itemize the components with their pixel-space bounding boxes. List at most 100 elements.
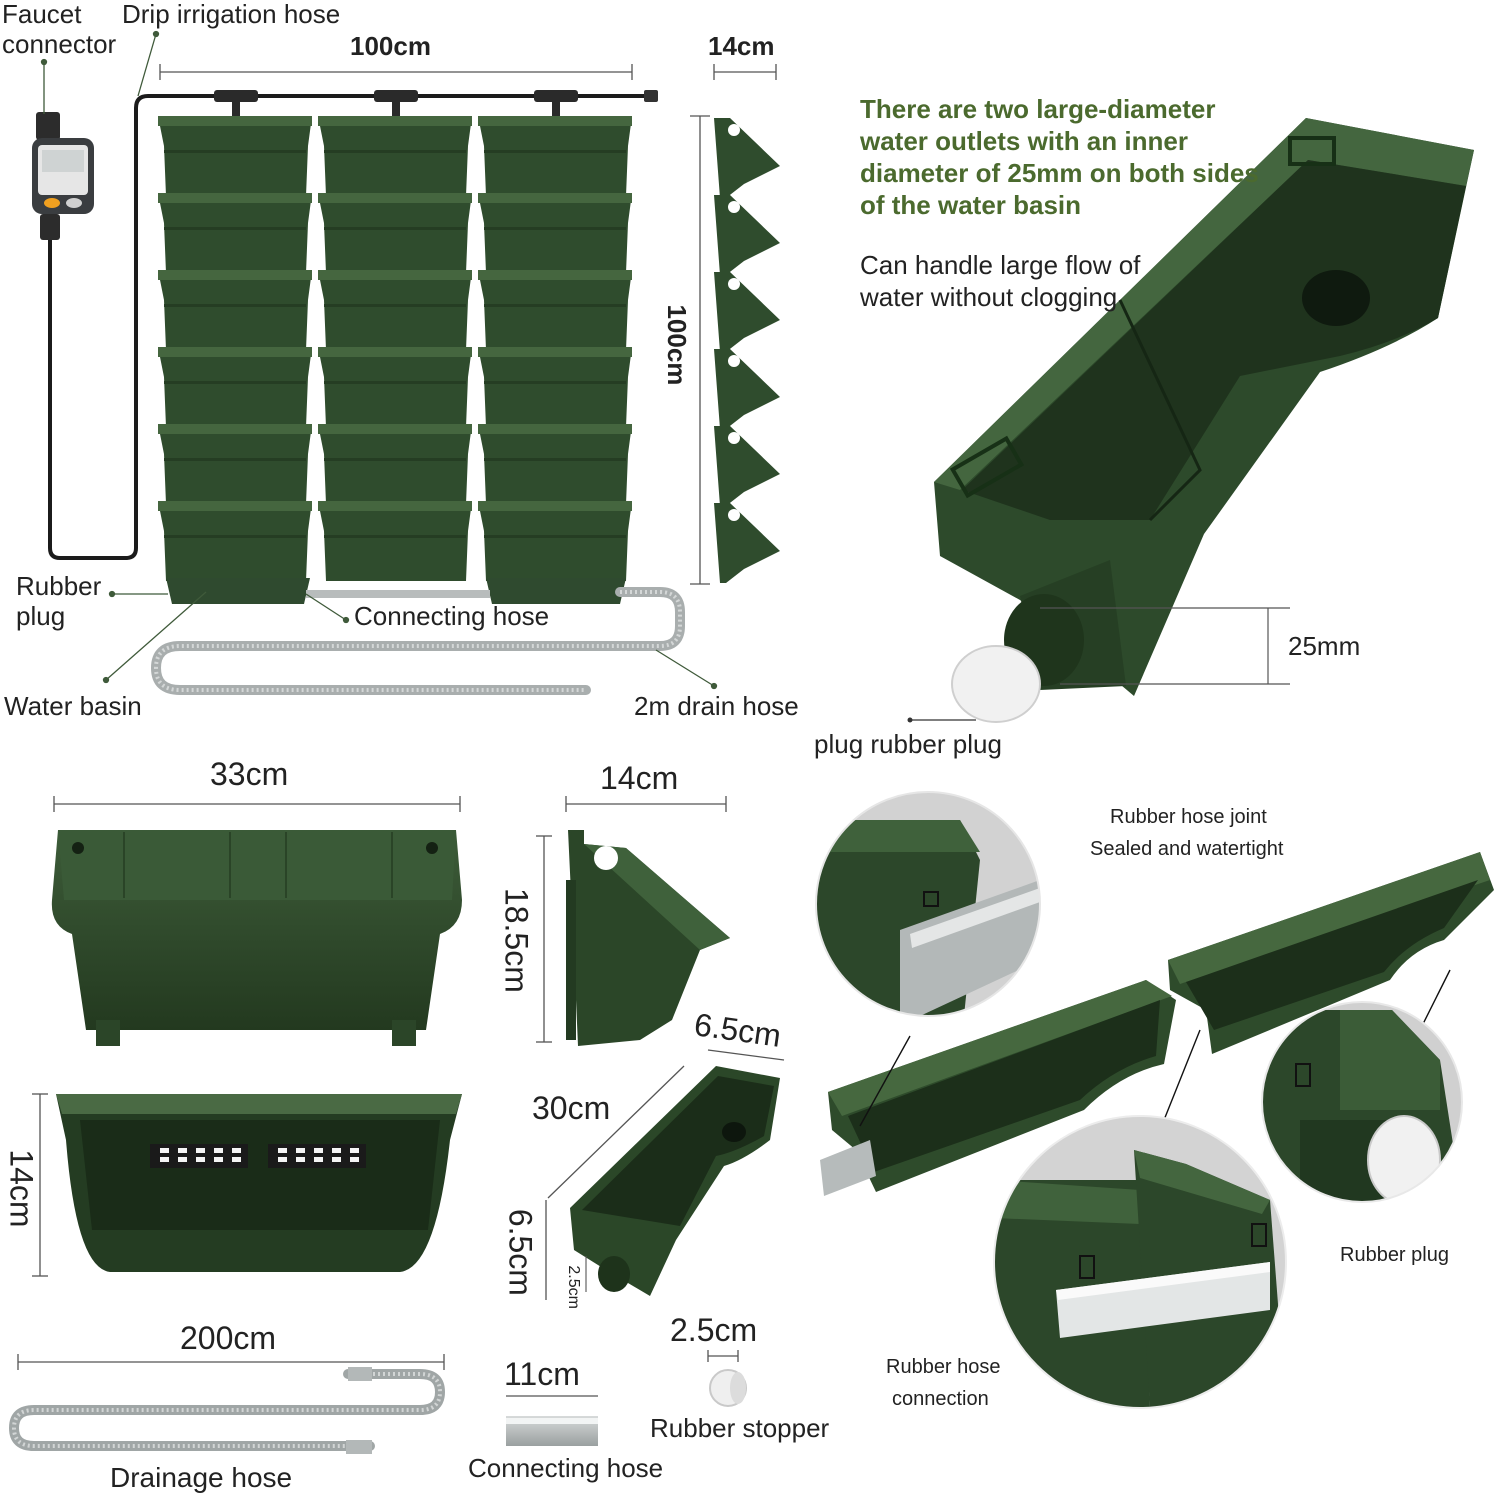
drain-hole	[332, 1157, 341, 1162]
side-profile-pot	[714, 426, 780, 506]
drain-hole	[278, 1157, 287, 1162]
conn-hose-label: Connecting hose	[468, 1453, 664, 1483]
planter-rim	[478, 116, 632, 126]
planter-band	[324, 227, 466, 230]
drain-hole	[196, 1157, 205, 1162]
connected-basins	[820, 852, 1494, 1196]
planter-rim	[158, 347, 312, 357]
outlet-size-label: 2.5cm	[565, 1265, 583, 1309]
planter-band	[164, 227, 306, 230]
basin-length-label: 30cm	[532, 1090, 611, 1126]
drain-hole	[232, 1148, 241, 1153]
drain-hole	[296, 1148, 305, 1153]
planter-pot	[478, 347, 632, 427]
planter-pot	[478, 424, 632, 504]
top-dimension-lines	[159, 64, 777, 585]
planter-pot	[478, 270, 632, 350]
planter-pot	[158, 347, 312, 427]
outlet-dim-label: 25mm	[1288, 631, 1361, 661]
zoom-hose-joint	[815, 791, 1041, 1017]
drain-hole	[350, 1157, 359, 1162]
rubber-plug-detail-label: Rubber plug	[1340, 1244, 1449, 1266]
planter-band	[164, 535, 306, 538]
side-profile	[714, 118, 780, 583]
planter-band	[324, 304, 466, 307]
drainage-hose	[8, 1354, 446, 1454]
side-profile-pot	[714, 118, 780, 198]
planter-band	[484, 381, 626, 384]
planter-band	[484, 458, 626, 461]
planter-rim	[478, 347, 632, 357]
planter-band	[164, 381, 306, 384]
rubber-plug-label: Rubber plug	[16, 571, 102, 631]
basin-headline: There are two large-diameter water outle…	[860, 94, 1259, 220]
drainage-hose-label: Drainage hose	[110, 1462, 293, 1493]
basin-height-label: 6.5cm	[502, 1208, 539, 1296]
joint-label-1: Rubber hose joint	[1110, 806, 1267, 828]
drain-hole	[178, 1148, 187, 1153]
drain-hose-label: 2m drain hose	[634, 691, 799, 721]
connecting-hose-part	[506, 1395, 598, 1446]
drain-hole	[214, 1157, 223, 1162]
planter-band	[484, 535, 626, 538]
planter-rim	[318, 424, 472, 434]
drip-hose-label: Drip irrigation hose	[122, 0, 341, 29]
front-pot	[51, 796, 462, 1046]
side-profile-pot	[714, 272, 780, 352]
planter-band	[324, 458, 466, 461]
drain-hole	[350, 1148, 359, 1153]
planter-band	[324, 381, 466, 384]
plug-rubber-plug-label: plug rubber plug	[814, 729, 1002, 759]
planter-rim	[318, 347, 472, 357]
planter-band	[484, 150, 626, 153]
planter-rim	[478, 270, 632, 280]
planter-band	[484, 227, 626, 230]
planter-rim	[158, 116, 312, 126]
side-pot	[536, 796, 730, 1046]
drain-hole	[214, 1148, 223, 1153]
grid-depth-label: 14cm	[708, 31, 775, 61]
top-view-pot	[32, 1093, 462, 1277]
drain-hole	[160, 1157, 169, 1162]
hang-hole	[728, 509, 740, 521]
planter-rim	[158, 501, 312, 511]
water-basin-label: Water basin	[4, 691, 142, 721]
small-basin	[545, 1049, 785, 1300]
hang-hole	[728, 355, 740, 367]
rubber-stopper-label: Rubber stopper	[650, 1413, 830, 1443]
pot-depth-label: 14cm	[600, 760, 679, 796]
drain-hole	[314, 1148, 323, 1153]
planter-band	[484, 304, 626, 307]
large-basin	[907, 118, 1474, 723]
planter-grid	[158, 116, 632, 581]
hang-hole	[728, 278, 740, 290]
planter-pot	[478, 116, 632, 196]
planter-pot	[318, 193, 472, 273]
planter-rim	[318, 270, 472, 280]
planter-pot	[318, 501, 472, 581]
pot-height-label: 18.5cm	[498, 887, 535, 993]
drain-hole	[278, 1148, 287, 1153]
planter-rim	[318, 116, 472, 126]
planter-band	[164, 304, 306, 307]
pot-width-label: 33cm	[210, 756, 289, 792]
planter-pot	[318, 270, 472, 350]
planter-rim	[478, 193, 632, 203]
faucet-timer	[32, 90, 658, 560]
planter-rim	[158, 270, 312, 280]
drain-hole	[332, 1148, 341, 1153]
planter-rim	[478, 501, 632, 511]
rubber-stopper-part	[707, 1350, 747, 1407]
zoom-hose-connection	[993, 1115, 1287, 1409]
planter-rim	[318, 193, 472, 203]
faucet-connector-label: Faucet connector	[2, 0, 117, 59]
drain-hole	[296, 1157, 305, 1162]
drain-hole	[314, 1157, 323, 1162]
planter-pot	[478, 193, 632, 273]
planter-pot	[158, 270, 312, 350]
zoom-rubber-plug	[1261, 1001, 1463, 1203]
side-profile-pot	[714, 503, 780, 583]
drain-hole	[160, 1148, 169, 1153]
